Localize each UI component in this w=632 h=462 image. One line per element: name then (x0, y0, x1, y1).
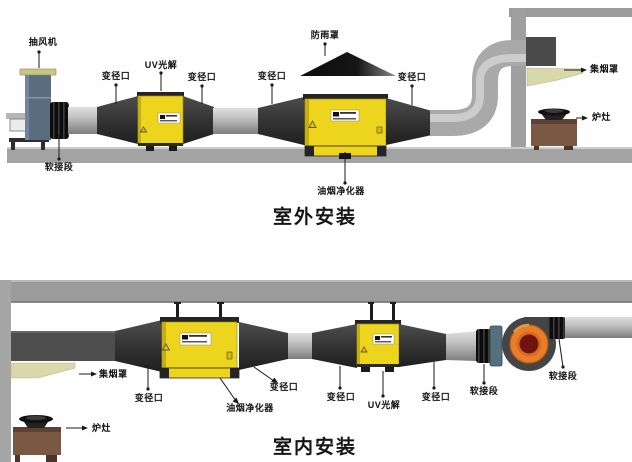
stove (531, 108, 577, 150)
indoor-panel: 集烟罩 炉灶 变径口 油烟净化器 变径口 变径口 UV光解 变径口 软接段 软接… (0, 231, 632, 462)
leader-markers (37, 42, 588, 185)
uv-brand-label (372, 333, 395, 345)
smoke-hood-canopy (10, 362, 76, 379)
leader-markers (82, 365, 565, 431)
outdoor-diagram-drawing (6, 8, 632, 185)
label-exhaust-fan: 抽风机 (28, 37, 58, 47)
outlet-reducer (386, 98, 432, 145)
label-reducer-4: 变径口 (397, 72, 427, 82)
label-smoke-hood: 集烟罩 (99, 369, 128, 379)
leader-lines (38, 43, 583, 184)
indoor-ceiling-and-wall (0, 280, 632, 462)
inlet-duct-highlight (11, 331, 116, 333)
leader-lines (66, 338, 564, 429)
label-rain-cover: 防雨罩 (310, 30, 340, 40)
label-uv-photolysis: UV光解 (144, 60, 178, 70)
uv-photolysis-unit (137, 92, 184, 151)
label-reducer-1: 变径口 (134, 393, 164, 403)
exit-duct (565, 317, 632, 338)
smoke-hood-canopy (526, 67, 584, 87)
outlet-duct-run (399, 324, 503, 367)
label-stove: 炉灶 (92, 423, 112, 433)
flexible-joint (50, 102, 69, 139)
label-reducer-1: 变径口 (101, 71, 131, 81)
label-purifier: 油烟净化器 (226, 403, 274, 413)
hood-plenum-box (526, 37, 556, 66)
label-purifier: 油烟净化器 (317, 186, 365, 196)
purifier-brand-label (330, 109, 360, 122)
indoor-title: 室内安装 (272, 437, 358, 458)
label-reducer-2: 变径口 (187, 72, 217, 82)
label-reducer-2: 变径口 (269, 382, 299, 392)
inlet-dark-duct (11, 331, 116, 361)
latch (226, 351, 233, 360)
label-reducer-3: 变径口 (257, 71, 287, 81)
label-stove: 炉灶 (592, 112, 612, 122)
s-duct (430, 40, 541, 136)
label-reducer-4: 变径口 (421, 392, 451, 402)
flexible-joint-right (548, 317, 566, 339)
indoor-diagram-drawing (0, 280, 632, 462)
fume-purifier-unit (159, 302, 240, 379)
warning-sticker (360, 346, 368, 353)
duct-run (68, 96, 308, 146)
label-soft-joint: 软接段 (44, 162, 74, 172)
uv-brand-label (157, 112, 181, 124)
label-uv-photolysis: UV光解 (367, 400, 401, 410)
label-soft-joint-1: 软接段 (469, 386, 499, 396)
warning-sticker (161, 343, 171, 351)
label-smoke-hood: 集烟罩 (590, 64, 619, 74)
duct-run (239, 322, 357, 370)
exhaust-fan-unit (6, 68, 57, 150)
uv-photolysis-unit (355, 302, 401, 372)
warning-sticker (139, 126, 148, 133)
outdoor-title: 室外安装 (272, 207, 358, 228)
fume-purifier-unit (303, 94, 388, 159)
label-reducer-3: 变径口 (326, 392, 356, 402)
stove (13, 415, 61, 462)
inlet-reducer (115, 320, 162, 372)
rain-cover-cone (300, 52, 396, 76)
outdoor-panel: 抽风机 软接段 变径口 UV光解 变径口 变径口 防雨罩 变径口 油烟净化器 集… (6, 8, 632, 228)
warning-sticker (308, 120, 317, 128)
centrifugal-fan (502, 317, 556, 371)
latch (376, 126, 383, 134)
label-soft-joint-2: 软接段 (548, 371, 578, 381)
purifier-brand-label (179, 332, 212, 346)
